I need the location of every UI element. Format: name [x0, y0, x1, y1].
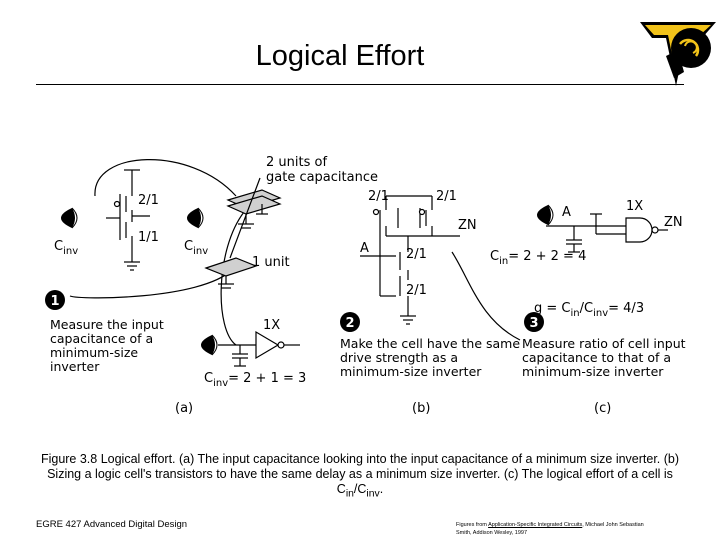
- nmos-upper-ratio: 2/1: [406, 247, 427, 262]
- nmos-ratio: 1/1: [138, 230, 159, 245]
- arc-to-step1: [69, 269, 233, 299]
- arc-to-inverter: [220, 211, 245, 346]
- pmos-ratio: 2/1: [138, 193, 159, 208]
- cinv-left: Cinv: [54, 239, 78, 257]
- logical-effort-equation: g = Cin/Cinv= 4/3: [534, 301, 644, 319]
- step-1-line2: capacitance of a: [50, 331, 153, 346]
- caption-text: Figure 3.8 Logical effort. (a) The input…: [40, 452, 680, 496]
- title-underline: [36, 84, 684, 85]
- cinv-equation: Cinv= 2 + 1 = 3: [204, 371, 306, 389]
- output-zn-c: ZN: [664, 215, 683, 230]
- input-a-c: A: [562, 205, 571, 220]
- caption-mid: /C: [353, 482, 367, 496]
- eye-icon: [187, 208, 201, 228]
- course-footer: EGRE 427 Advanced Digital Design: [36, 519, 188, 530]
- step-2-line3: minimum-size inverter: [340, 364, 482, 379]
- arc-to-zn: [451, 251, 521, 341]
- figure-caption: Figure 3.8 Logical effort. (a) The input…: [24, 452, 696, 502]
- pmos-right-ratio: 2/1: [436, 189, 457, 204]
- step-1-line3: minimum-size: [50, 345, 138, 360]
- eye-icon: [537, 205, 551, 225]
- step-2-number: 2: [345, 316, 354, 331]
- step-1-line4: inverter: [50, 359, 100, 374]
- credit-line2: Smith, Addison Wesley, 1997: [456, 530, 528, 536]
- university-logo: [640, 22, 716, 86]
- gate-cap-label-2: gate capacitance: [266, 170, 378, 185]
- eye-icon: [201, 335, 215, 355]
- step-2-line1: Make the cell have the same: [340, 336, 520, 351]
- panel-c-letter: (c): [594, 401, 611, 416]
- credit-book: Application-Specific Integrated Circuits: [488, 522, 583, 528]
- inverter-size-a: 1X: [263, 318, 280, 333]
- eye-icon: [61, 208, 75, 228]
- caption-sub-in: in: [345, 488, 354, 500]
- pmos-left-ratio: 2/1: [368, 189, 389, 204]
- gate-cap-label-1: 2 units of: [266, 155, 327, 170]
- figure-credit: Figures from Application-Specific Integr…: [456, 521, 644, 537]
- credit-author: , Michael John Sebastian: [582, 522, 644, 528]
- input-a-b: A: [360, 241, 369, 256]
- panel-b-letter: (b): [412, 401, 430, 416]
- step-3-line2: capacitance to that of a: [522, 350, 671, 365]
- one-unit-label: 1 unit: [252, 255, 290, 270]
- step-3-number: 3: [529, 316, 538, 331]
- step-2-line2: drive strength as a: [340, 350, 458, 365]
- panel-a-letter: (a): [175, 401, 193, 416]
- step-1-line1: Measure the input: [50, 317, 164, 332]
- slide-title: Logical Effort: [255, 40, 425, 72]
- caption-end: .: [379, 482, 384, 496]
- step-1-number: 1: [50, 294, 59, 309]
- arc-to-top-cap: [94, 159, 237, 197]
- cinv-mid: Cinv: [184, 239, 208, 257]
- credit-prefix: Figures from: [456, 522, 489, 528]
- step-3-line1: Measure ratio of cell input: [522, 336, 686, 351]
- step-3-line3: minimum-size inverter: [522, 364, 664, 379]
- output-zn-b: ZN: [458, 218, 477, 233]
- cin-equation: Cin= 2 + 2 = 4: [490, 249, 586, 267]
- caption-sub-inv: inv: [366, 488, 380, 500]
- cell-size-c: 1X: [626, 199, 643, 214]
- nmos-lower-ratio: 2/1: [406, 283, 427, 298]
